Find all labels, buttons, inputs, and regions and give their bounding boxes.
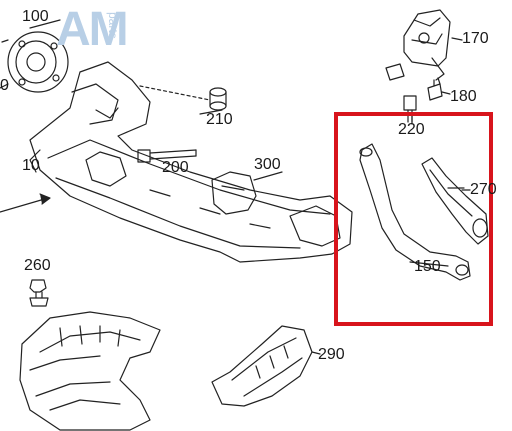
highlight-box [334,112,493,326]
watermark-sub: parts [106,12,120,39]
leader-lines [29,19,465,267]
label-290: 290 [318,346,345,363]
watermark-logo: AM [56,3,129,56]
control-arm-150-drawing [359,143,471,281]
pointer-arrow [0,193,51,213]
clip-260-drawing [29,279,49,307]
label-150: 150 [414,258,441,275]
control-arm-270-drawing [421,157,489,245]
label-300: 300 [254,156,281,173]
label-100: 100 [22,8,49,25]
label-270: 270 [470,181,497,198]
engine-mount-drawing [385,9,463,81]
skid-plate-290-drawing [211,325,321,407]
label-170: 170 [462,30,489,47]
wheel-hub-drawing [0,31,69,93]
subframe-drawing [29,61,353,263]
label-260: 260 [24,257,51,274]
label-210: 210 [206,111,233,128]
label-200: 200 [162,159,189,176]
underbody-shield-drawing [19,311,161,431]
bracket-300-drawing [211,171,283,215]
bolt-200-drawing [137,149,197,163]
label-0: 0 [0,77,9,94]
bushing-210-drawing [139,85,227,111]
label-180: 180 [450,88,477,105]
bolt-180-drawing [427,77,451,101]
label-10: 10 [22,157,40,174]
label-220: 220 [398,121,425,138]
